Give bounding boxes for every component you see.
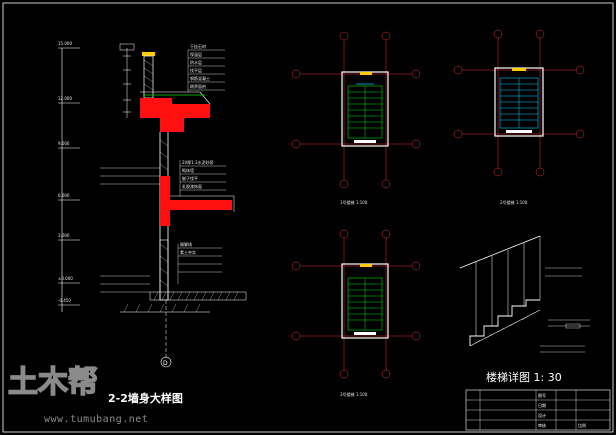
annotation-text: 踢脚线	[180, 241, 192, 247]
grid-bubble	[160, 356, 172, 368]
title-block-cell: 设计	[538, 412, 546, 418]
elevation-mark: 12.000	[58, 96, 80, 104]
stair-plan-1: 1号楼梯 1:100	[291, 31, 421, 205]
watermark-url: www.tumubang.net	[44, 414, 148, 425]
roof-slab	[140, 98, 210, 132]
watermark-logo-text: 土木帮	[8, 365, 98, 400]
watermark-logo: 土木帮 www.tumubang.net	[7, 364, 148, 425]
elevation-mark: 15.000	[58, 41, 80, 49]
elevation-mark: 9.000	[58, 141, 80, 149]
annotation-text: 保温层	[190, 51, 202, 57]
title-block: 图号 日期 设计 审核 比例	[465, 389, 611, 431]
elevation-mark: ±0.000	[58, 276, 80, 284]
wall-section-detail: 15.000 12.000 9.000 6.000 3.000 ±0.000	[58, 41, 247, 405]
stair-steps	[469, 299, 540, 346]
elevation-label: ±0.000	[58, 276, 73, 281]
annotation-text: 防水层	[190, 59, 202, 65]
floor-slab	[160, 200, 232, 210]
roof-leaders	[187, 49, 225, 92]
annotation-text: 腻子找平	[182, 175, 198, 181]
elevation-mark: 6.000	[58, 193, 80, 201]
title-block-cell: 比例	[578, 422, 586, 428]
stair-plan-label: 2号楼梯 1:100	[500, 199, 528, 205]
annotation-text: 20厚1:3水泥砂浆	[182, 159, 214, 165]
title-block-cell: 审核	[538, 422, 546, 428]
elevation-markers: 15.000 12.000 9.000 6.000 3.000 ±0.000	[58, 41, 80, 306]
elevation-label: -0.450	[58, 298, 71, 303]
annotation-text: 干挂石材	[190, 43, 206, 49]
stair-detail: 楼梯详图 1: 30	[459, 235, 590, 384]
annotation-text: 钢筋混凝土	[190, 75, 210, 81]
stair-detail-title: 楼梯详图 1: 30	[486, 370, 562, 384]
annotation-text: 砌体墙	[182, 167, 194, 173]
elevation-mark: -0.450	[58, 298, 80, 306]
title-block-cell: 图号	[538, 392, 546, 398]
annotation-text: 找平层	[190, 67, 202, 73]
annotation-text: 刷界面剂	[190, 83, 206, 89]
parapet-cap	[142, 52, 155, 56]
elevation-mark: 3.000	[58, 233, 80, 241]
stair-plan-label: 1号楼梯 1:100	[340, 199, 368, 205]
stair-plan-2: 2号楼梯 1:100	[453, 29, 585, 205]
annotation-text: 素土夯实	[180, 249, 196, 255]
elevation-label: 6.000	[58, 193, 70, 198]
elevation-label: 12.000	[58, 96, 72, 101]
stair-plan-label: 3号楼梯 1:100	[340, 391, 368, 397]
wall-section-title: 2-2墙身大样图	[108, 391, 183, 405]
annotation-text: 乳胶漆饰面	[182, 183, 202, 189]
elevation-label: 3.000	[58, 233, 70, 238]
elevation-label: 15.000	[58, 41, 72, 46]
elevation-label: 9.000	[58, 141, 70, 146]
stair-plan-3: 3号楼梯 1:100	[291, 229, 421, 397]
grid-axis-label: D	[163, 360, 168, 367]
title-block-cell: 日期	[538, 402, 546, 408]
